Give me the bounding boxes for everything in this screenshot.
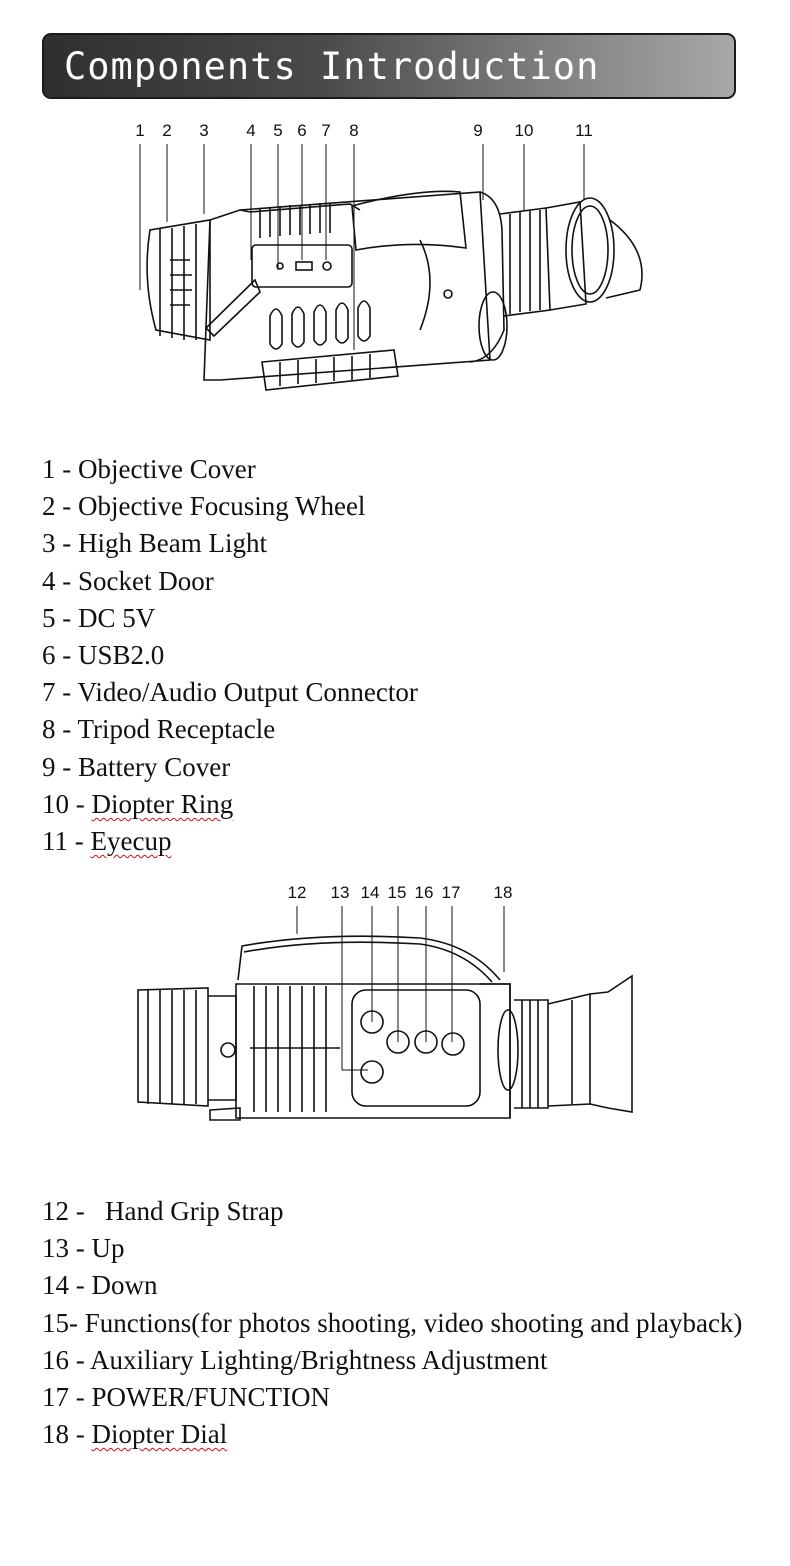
callout-2: 2 <box>162 121 171 140</box>
callout-17: 17 <box>442 883 461 902</box>
callout-15: 15 <box>388 883 407 902</box>
list-item: 3 - High Beam Light <box>42 528 267 559</box>
list-item: 14 - Down <box>42 1270 158 1301</box>
list-item: 18 - Diopter Dial <box>42 1419 228 1450</box>
monocular-top-outline <box>137 935 633 1121</box>
device-top-view-diagram: 12 13 14 15 16 17 18 <box>137 883 633 1121</box>
leader-lines <box>296 906 505 1071</box>
callout-6: 6 <box>297 121 306 140</box>
list-item: 10 - Diopter Ring <box>42 788 234 819</box>
callout-1: 1 <box>135 121 144 140</box>
list-item: 5 - DC 5V <box>42 602 156 633</box>
callout-labels: 12 13 14 15 16 17 18 <box>288 883 513 902</box>
list-item: 2 - Objective Focusing Wheel <box>42 491 366 522</box>
list-item: 11 - Eyecup <box>42 826 172 857</box>
list-item: 6 - USB2.0 <box>42 640 165 671</box>
component-list-2: 12 - Hand Grip Strap 13 - Up 14 - Down 1… <box>42 1193 744 1453</box>
list-item: 7 - Video/Audio Output Connector <box>42 677 418 708</box>
list-item: 4 - Socket Door <box>42 565 214 596</box>
monocular-body-outline <box>146 190 643 391</box>
callout-12: 12 <box>288 883 307 902</box>
list-item: 13 - Up <box>42 1233 125 1264</box>
device-side-view-diagram: 1 2 3 4 5 6 7 8 9 10 11 <box>135 121 643 391</box>
callout-4: 4 <box>246 121 255 140</box>
callout-3: 3 <box>199 121 208 140</box>
callout-5: 5 <box>273 121 282 140</box>
callout-9: 9 <box>473 121 482 140</box>
callout-16: 16 <box>415 883 434 902</box>
list-item: 8 - Tripod Receptacle <box>42 714 276 745</box>
list-item: 9 - Battery Cover <box>42 751 231 782</box>
callout-8: 8 <box>349 121 358 140</box>
component-list-1: 1 - Objective Cover 2 - Objective Focusi… <box>42 451 418 860</box>
list-item: 16 - Auxiliary Lighting/Brightness Adjus… <box>42 1344 548 1375</box>
section-title: Components Introduction <box>64 45 600 88</box>
callout-11: 11 <box>575 121 593 140</box>
list-item: 17 - POWER/FUNCTION <box>42 1382 331 1413</box>
list-item: 15- Functions(for photos shooting, video… <box>42 1307 743 1338</box>
callout-14: 14 <box>361 883 380 902</box>
callout-10: 10 <box>515 121 534 140</box>
callout-labels: 1 2 3 4 5 6 7 8 9 10 11 <box>135 121 593 140</box>
callout-18: 18 <box>494 883 513 902</box>
callout-13: 13 <box>331 883 350 902</box>
callout-7: 7 <box>321 121 330 140</box>
list-item: 1 - Objective Cover <box>42 454 256 484</box>
section-header: Components Introduction <box>42 33 736 99</box>
list-item: 12 - Hand Grip Strap <box>42 1196 284 1226</box>
